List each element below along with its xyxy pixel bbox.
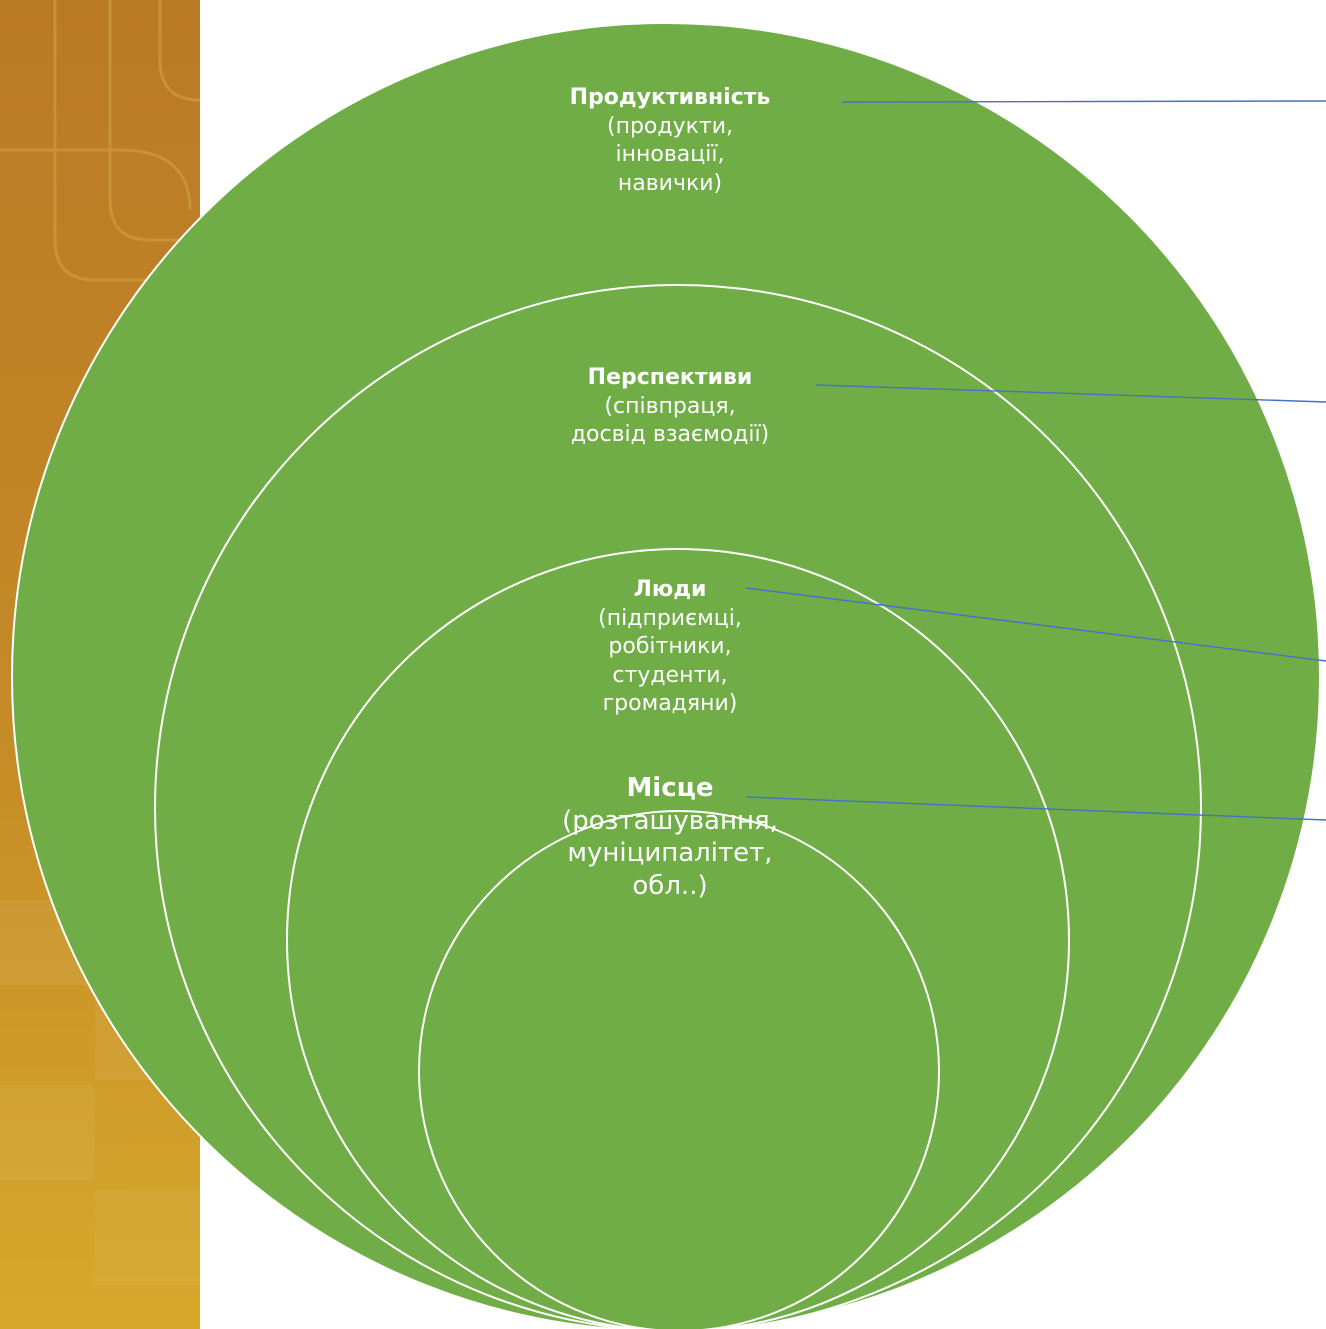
productivity-line-2: інновації, (615, 142, 725, 168)
people-line-1: (підприємці, (598, 605, 742, 631)
connector-place (745, 796, 1326, 821)
circle-place (418, 810, 940, 1329)
prospects-line-1: (співпраця, (604, 393, 736, 419)
productivity-line-1: (продукти, (606, 113, 734, 139)
people-line-2: робітники, (608, 634, 732, 660)
label-people: Люди (підприємці, робітники, студенти, г… (500, 576, 840, 719)
label-productivity: Продуктивність (продукти, інновації, нав… (470, 84, 870, 198)
people-title: Люди (633, 577, 707, 602)
connector-prospects (815, 384, 1326, 403)
place-line-3: обл..) (632, 870, 708, 901)
connector-lines (745, 100, 1326, 821)
prospects-title: Перспективи (587, 365, 753, 390)
productivity-line-3: навички) (617, 170, 723, 196)
side-band-ornament (0, 0, 201, 282)
prospects-line-2: досвід взаємодії) (570, 422, 770, 448)
label-place: Місце (розташування, муніципалітет, обл.… (470, 772, 870, 902)
connector-people (745, 587, 1326, 662)
connector-productivity (841, 100, 1326, 103)
place-title: Місце (626, 773, 714, 803)
place-line-2: муніципалітет, (567, 838, 773, 868)
productivity-title: Продуктивність (569, 85, 771, 110)
people-line-3: студенти, (612, 662, 728, 688)
people-line-4: громадяни) (602, 691, 738, 717)
label-prospects: Перспективи (співпраця, досвід взаємодії… (470, 364, 870, 450)
place-line-1: (розташування, (562, 805, 778, 836)
